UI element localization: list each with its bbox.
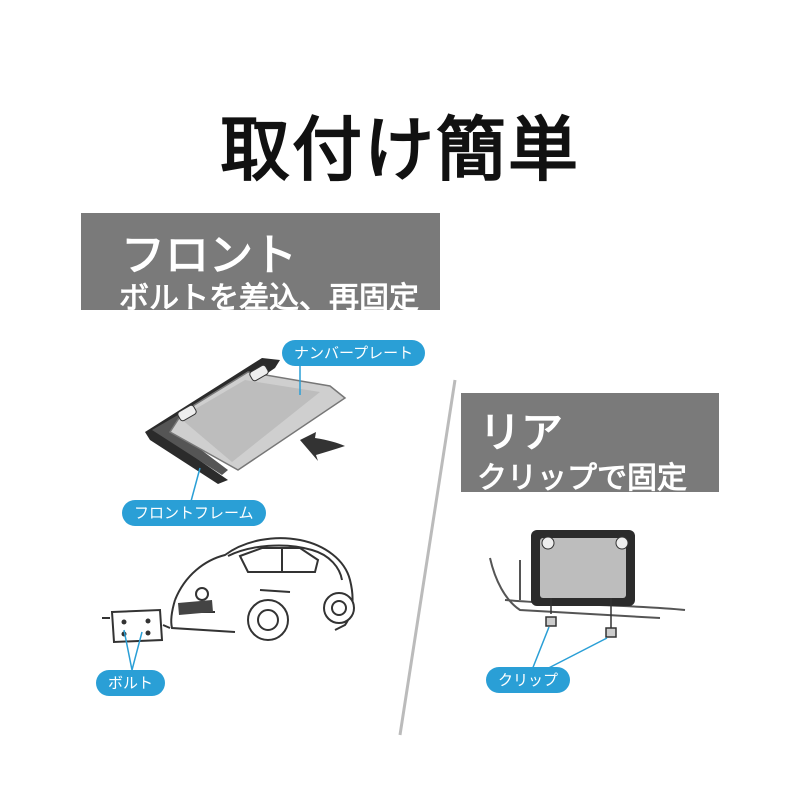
rear-plate-illustration xyxy=(531,530,635,606)
front-plate-holder-illustration xyxy=(110,600,213,644)
front-banner: フロント ボルトを差込、再固定 xyxy=(81,213,440,316)
bolt-label: ボルト xyxy=(96,670,166,696)
rear-heading: リア xyxy=(479,408,564,457)
clip-icon xyxy=(545,598,617,638)
rear-banner: リア クリップで固定 xyxy=(461,393,719,496)
car-illustration xyxy=(170,537,355,641)
page-title: 取付け簡単 xyxy=(220,109,580,191)
rear-subheading: クリップで固定 xyxy=(477,461,687,496)
frame-label: フロントフレーム xyxy=(122,500,266,526)
frame-leader-line xyxy=(189,467,201,506)
front-frame-illustration xyxy=(145,358,347,484)
bolt-leader-lines xyxy=(123,629,143,671)
front-heading: フロント xyxy=(121,230,297,281)
front-subheading: ボルトを差込、再固定 xyxy=(119,281,419,316)
plate-label: ナンバープレート xyxy=(282,340,426,366)
clip-label: クリップ xyxy=(486,667,571,693)
insert-arrow-icon xyxy=(300,432,345,461)
section-divider xyxy=(398,379,457,736)
bolt-icon xyxy=(102,617,171,629)
